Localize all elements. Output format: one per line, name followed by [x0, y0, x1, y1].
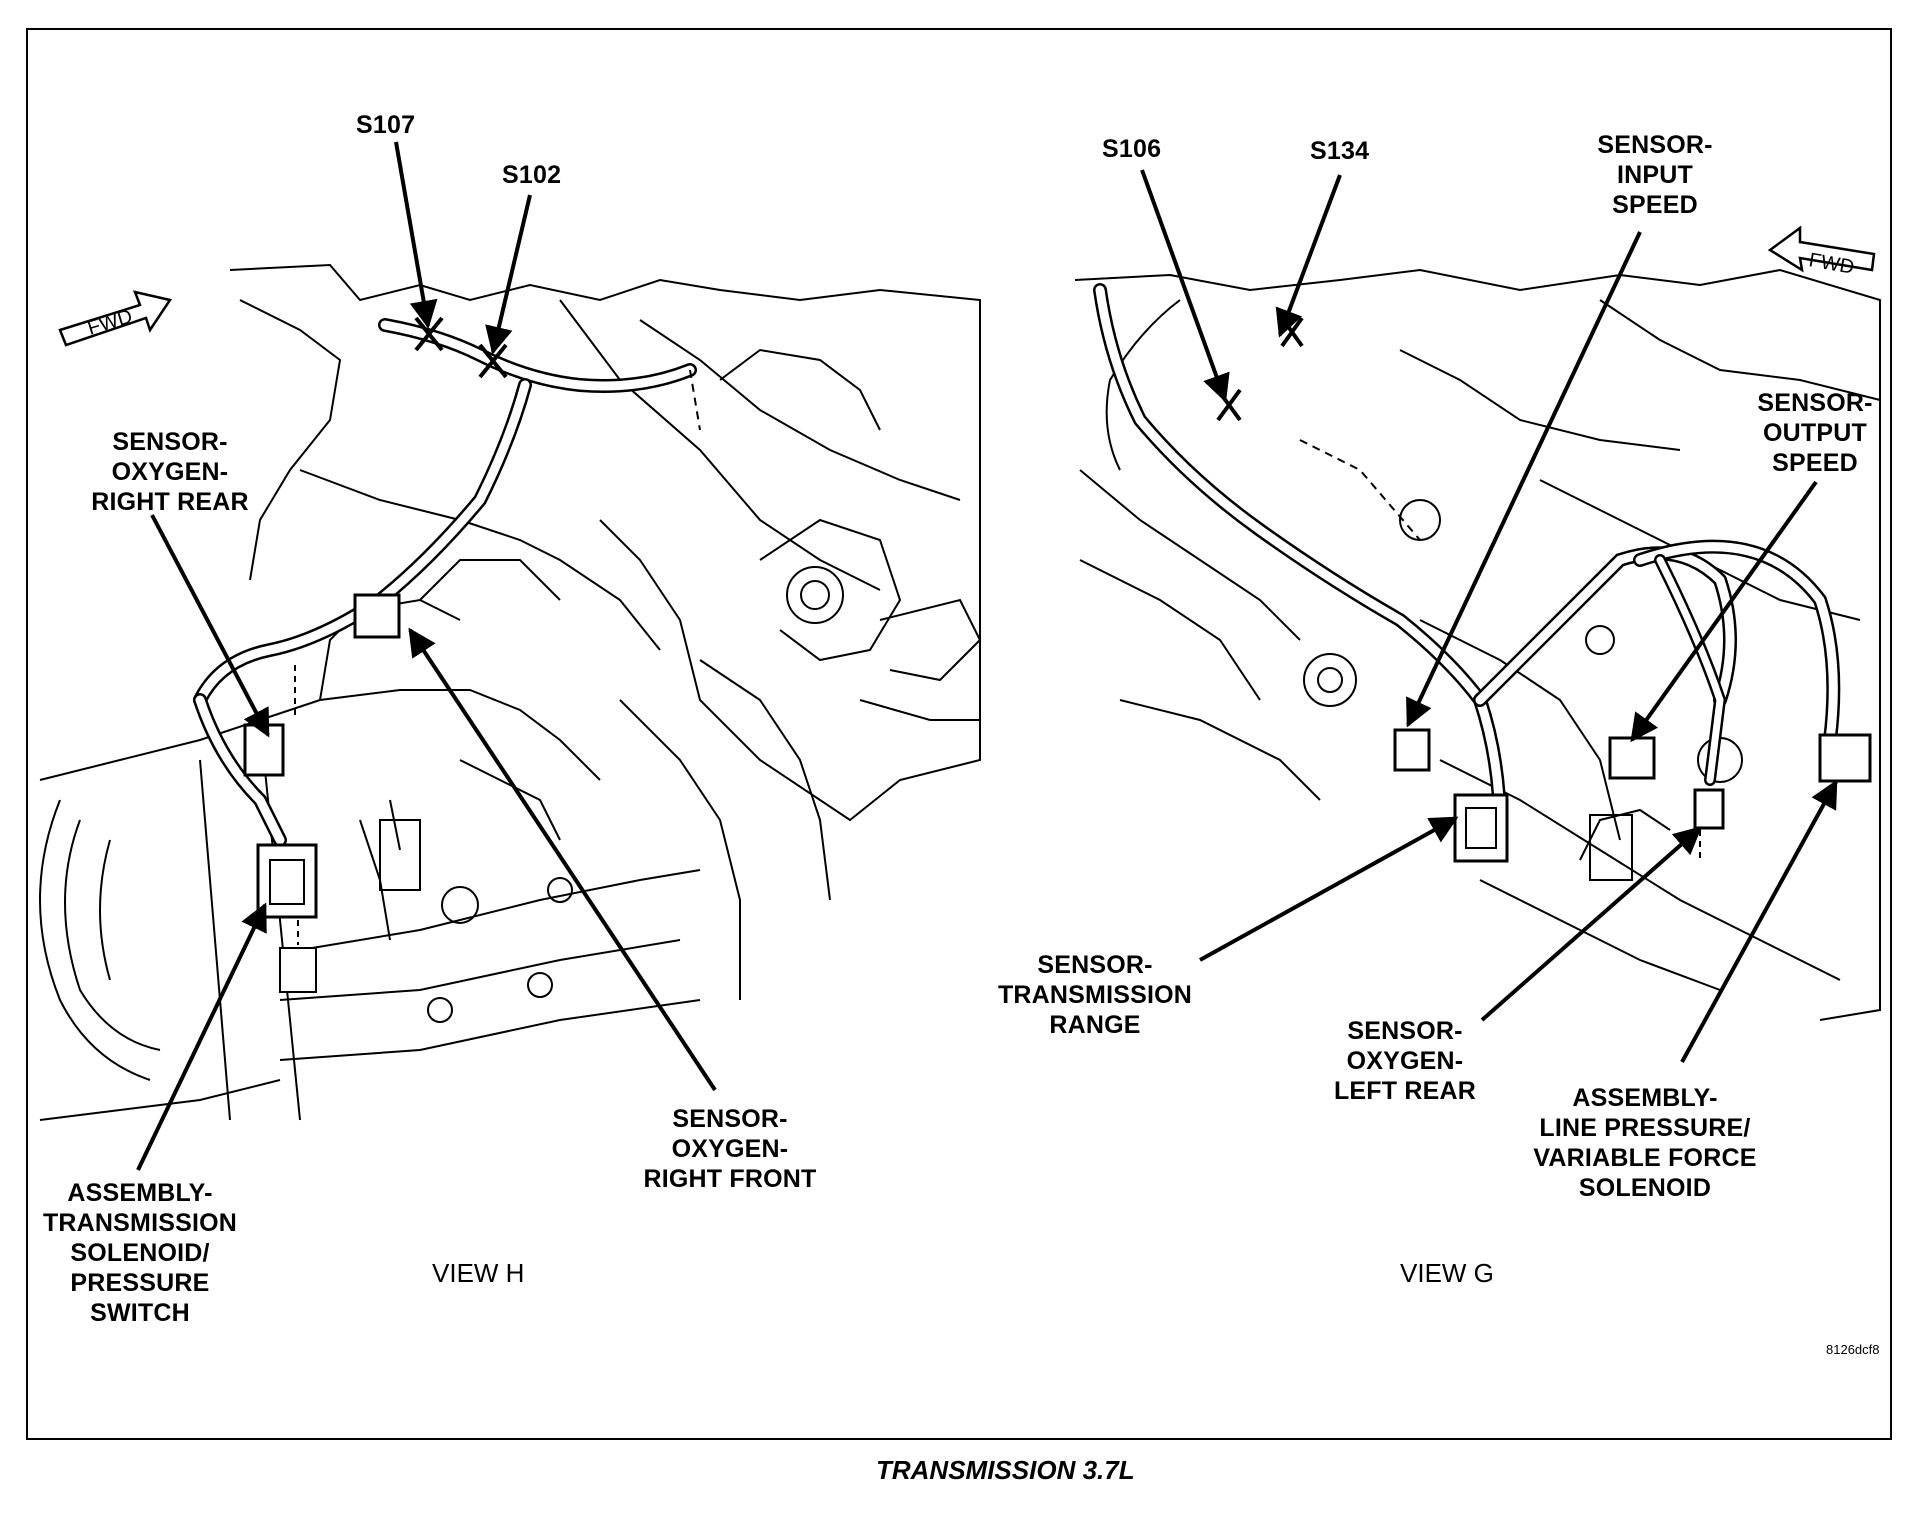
view-h-title: VIEW H — [432, 1258, 525, 1288]
leader-line-pressure — [1680, 779, 1838, 1063]
leader-lines — [136, 141, 1838, 1171]
leader-o2-right-rear — [150, 514, 270, 738]
leader-o2-left-rear — [1480, 826, 1703, 1022]
leader-s106 — [1140, 169, 1230, 403]
view-g-illustration — [1074, 268, 1881, 1021]
label-o2-right-front: SENSOR- OXYGEN- RIGHT FRONT — [643, 1105, 817, 1193]
leader-input-speed — [1406, 231, 1642, 728]
label-s107: S107 — [356, 111, 416, 139]
leader-output-speed — [1630, 480, 1818, 743]
label-line-pressure: ASSEMBLY- LINE PRESSURE/ VARIABLE FORCE … — [1533, 1084, 1757, 1202]
fwd-label-h: FWD — [85, 305, 135, 339]
leader-trans-solenoid — [136, 902, 267, 1171]
view-h-illustration — [39, 263, 982, 1121]
fwd-arrow-icon: FWD — [58, 290, 173, 347]
view-g-title: VIEW G — [1400, 1258, 1494, 1288]
label-s106: S106 — [1102, 135, 1162, 163]
leader-trans-range — [1199, 816, 1459, 962]
leader-s107 — [394, 141, 438, 329]
leader-s102 — [485, 194, 532, 355]
label-output-speed: SENSOR- OUTPUT SPEED — [1757, 389, 1873, 477]
label-input-speed: SENSOR- INPUT SPEED — [1597, 131, 1713, 219]
label-trans-solenoid: ASSEMBLY- TRANSMISSION SOLENOID/ PRESSUR… — [42, 1179, 238, 1327]
leader-o2-right-front — [408, 627, 717, 1092]
label-s134: S134 — [1310, 137, 1370, 165]
leader-s134 — [1275, 174, 1342, 338]
label-trans-range: SENSOR- TRANSMISSION RANGE — [997, 951, 1193, 1039]
figure-code: 8126dcf8 — [1826, 1342, 1880, 1357]
label-o2-right-rear: SENSOR- OXYGEN- RIGHT REAR — [91, 428, 249, 516]
label-s102: S102 — [502, 161, 562, 189]
figure-caption: TRANSMISSION 3.7L — [876, 1455, 1135, 1485]
label-o2-left-rear: SENSOR- OXYGEN- LEFT REAR — [1333, 1017, 1477, 1105]
diagram-frame — [26, 28, 1892, 1440]
